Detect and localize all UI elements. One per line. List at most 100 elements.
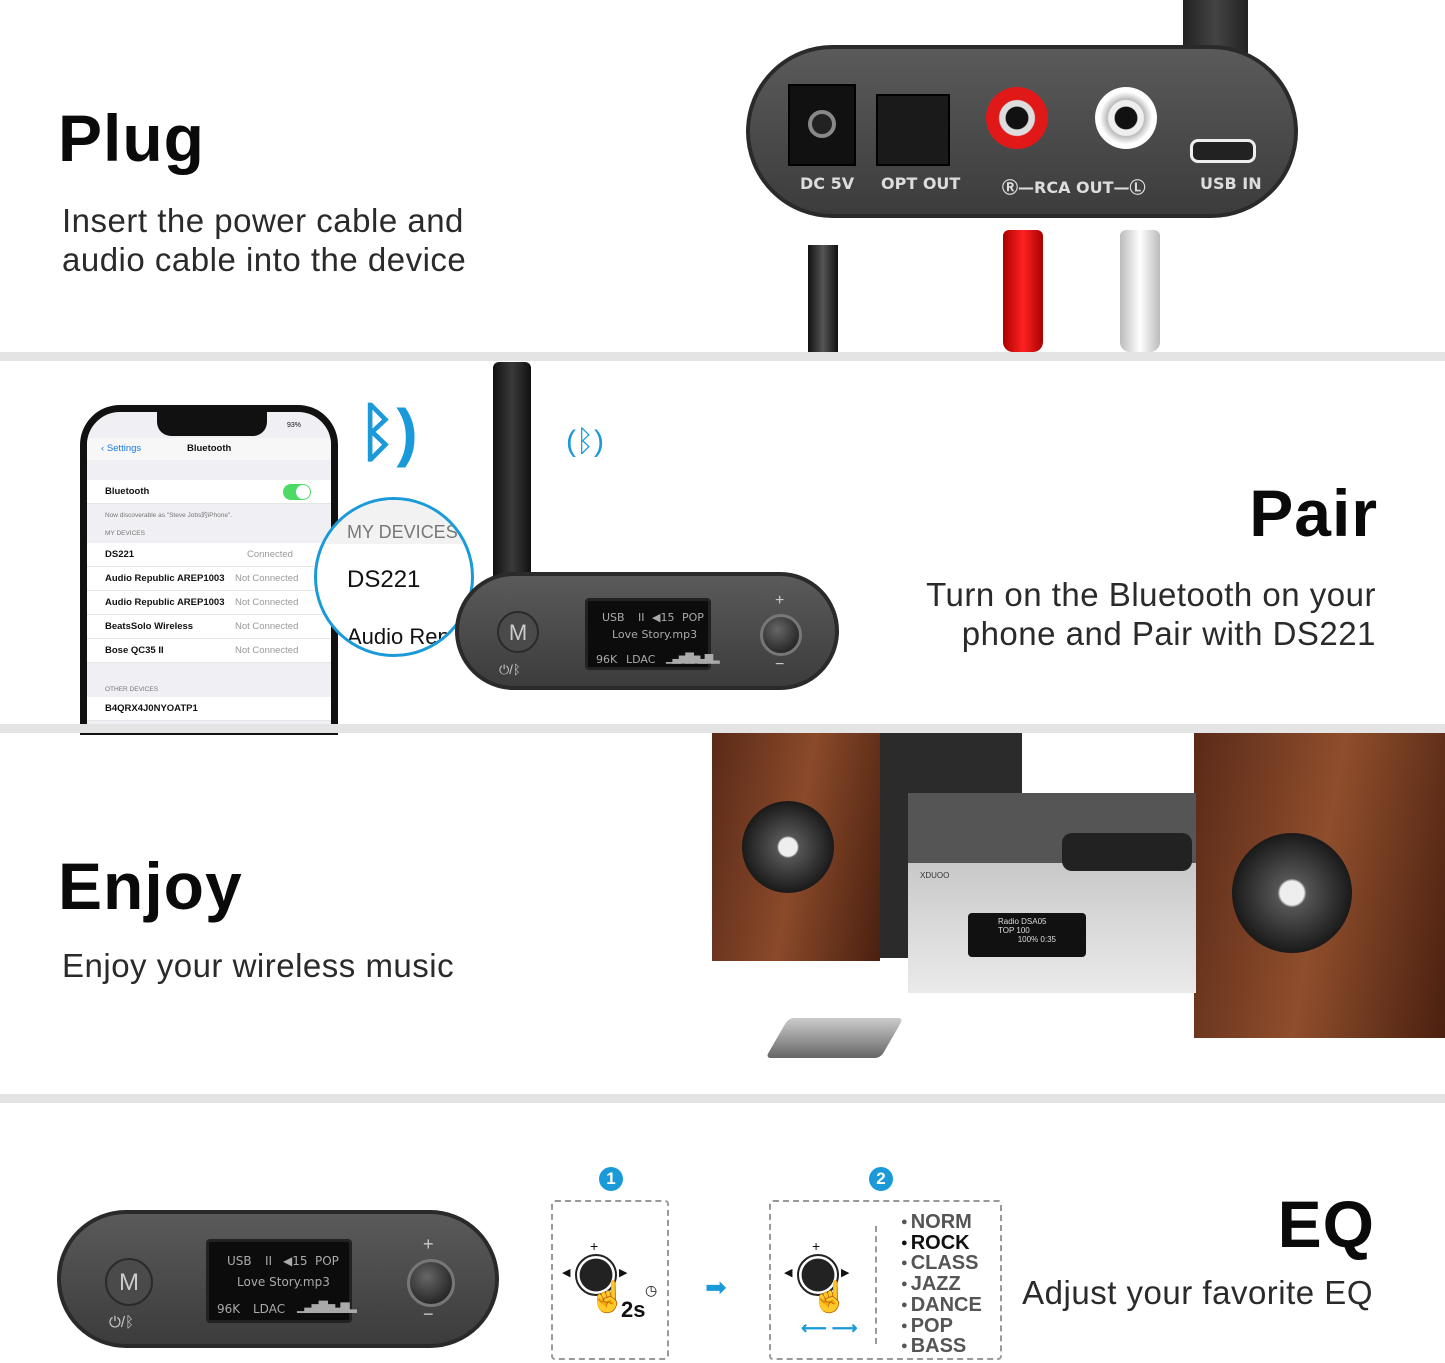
knob-icon bbox=[575, 1254, 617, 1296]
press-hand-icon: ☝ bbox=[811, 1281, 849, 1314]
screen-source: USB bbox=[602, 611, 625, 624]
bluetooth-toggle[interactable] bbox=[283, 484, 311, 500]
plus-label: + bbox=[423, 1234, 434, 1254]
device-status: Not Connected bbox=[235, 597, 299, 608]
back-text: Settings bbox=[106, 443, 142, 454]
power-bt-label: ⏻/ᛒ bbox=[109, 1314, 135, 1331]
rca-red-plug bbox=[1003, 230, 1043, 352]
step-1-box: + ◀▶ ☝ 2s ◷ bbox=[551, 1200, 669, 1360]
usb-label: USB IN bbox=[1200, 174, 1262, 193]
left-right-arrows-icon: ⟵ ⟶ bbox=[801, 1318, 858, 1338]
stereo-line: Radio DSA05 bbox=[998, 917, 1047, 926]
pair-subtitle: Turn on the Bluetooth on your phone and … bbox=[926, 575, 1376, 653]
step-2-box: + ◀▶ ☝ ⟵ ⟶ NORM ROCK CLASS JAZZ DANCE PO… bbox=[769, 1200, 1002, 1360]
ds221-on-stereo bbox=[1062, 833, 1192, 871]
screen-track: Love Story.mp3 bbox=[612, 628, 698, 641]
minus-label: − bbox=[775, 656, 785, 673]
dc-label: DC 5V bbox=[800, 174, 855, 193]
phone: 93% ‹ Settings Bluetooth Bluetooth Now d… bbox=[80, 405, 338, 735]
stereo-line: TOP 100 bbox=[998, 926, 1030, 935]
pair-title: Pair bbox=[1249, 476, 1378, 550]
enjoy-title: Enjoy bbox=[58, 849, 243, 923]
plug-subtitle-line: audio cable into the device bbox=[62, 241, 467, 278]
step-1-badge: 1 bbox=[599, 1167, 623, 1191]
screen-codec: LDAC bbox=[253, 1302, 286, 1316]
device-status: Not Connected bbox=[235, 645, 299, 656]
plug-subtitle: Insert the power cable and audio cable i… bbox=[62, 201, 466, 279]
eq-mode[interactable]: DANCE bbox=[901, 1295, 982, 1316]
my-devices-header: MY DEVICES bbox=[105, 530, 145, 537]
device-name: Bose QC35 II bbox=[105, 645, 164, 656]
magnifier-ds221: DS221 bbox=[347, 566, 421, 593]
press-hand-icon: ☝ bbox=[589, 1281, 627, 1314]
device-status: Not Connected bbox=[235, 573, 299, 584]
screen-rate: 96K bbox=[596, 653, 618, 666]
device-front: M ⏻/ᛒ USB II ◀15 POP Love Story.mp3 96K … bbox=[455, 572, 839, 690]
left-speaker bbox=[712, 733, 880, 961]
eq-mode-list: NORM ROCK CLASS JAZZ DANCE POP BASS bbox=[901, 1212, 982, 1357]
phone-header: Bluetooth bbox=[187, 443, 232, 454]
screen-eq: POP bbox=[315, 1254, 339, 1268]
optical-port bbox=[876, 94, 950, 166]
rear-panel: DC 5V OPT OUT Ⓡ—RCA OUT—Ⓛ USB IN bbox=[746, 45, 1298, 218]
device-name: DS221 bbox=[105, 549, 135, 560]
toggle-label: Bluetooth bbox=[105, 486, 150, 497]
pair-subtitle-line: Turn on the Bluetooth on your bbox=[926, 576, 1376, 613]
device-row[interactable]: Audio Republic AREP1003 Not Connected bbox=[87, 567, 331, 591]
other-device-row[interactable]: B4QRX4J0NYOATP1 bbox=[87, 697, 331, 721]
eq-mode[interactable]: BASS bbox=[901, 1336, 982, 1357]
rca-text: RCA OUT bbox=[1034, 178, 1114, 197]
dc-port bbox=[788, 84, 856, 166]
m-button[interactable]: M bbox=[497, 611, 539, 653]
device-status: Not Connected bbox=[235, 621, 299, 632]
power-bt-label: ⏻/ᛒ bbox=[499, 662, 521, 677]
other-devices-header: OTHER DEVICES bbox=[105, 686, 159, 693]
rca-left-port bbox=[1095, 87, 1157, 149]
rca-white-plug bbox=[1120, 230, 1160, 352]
back-link[interactable]: ‹ Settings bbox=[101, 443, 142, 454]
device-row[interactable]: BeatsSolo Wireless Not Connected bbox=[87, 615, 331, 639]
enjoy-subtitle: Enjoy your wireless music bbox=[62, 947, 455, 984]
stereo-line: 100% 0:35 bbox=[1017, 935, 1056, 944]
screen-volume: 15 bbox=[292, 1254, 308, 1268]
eq-mode[interactable]: CLASS bbox=[901, 1253, 982, 1274]
m-button[interactable]: M bbox=[105, 1258, 153, 1306]
eq-title: EQ bbox=[1277, 1187, 1375, 1261]
spectrum-icon: ▁▃▅▇▅▃▆▂ bbox=[666, 651, 720, 664]
device-front-eq: M ⏻/ᛒ USB II ◀15 POP Love Story.mp3 96K … bbox=[57, 1210, 499, 1348]
bluetooth-broadcast-icon: (ᛒ) bbox=[566, 425, 604, 458]
rca-label: Ⓡ—RCA OUT—Ⓛ bbox=[1002, 178, 1146, 197]
magnifier-header: MY DEVICES bbox=[347, 522, 458, 542]
divider bbox=[0, 1094, 1445, 1103]
divider bbox=[0, 724, 1445, 733]
volume-knob[interactable] bbox=[760, 614, 802, 656]
screen-pause: II bbox=[638, 611, 645, 624]
minus-label: − bbox=[423, 1304, 434, 1324]
device-row[interactable]: Bose QC35 II Not Connected bbox=[87, 639, 331, 663]
eq-mode[interactable]: JAZZ bbox=[901, 1274, 982, 1295]
bluetooth-toggle-row: Bluetooth bbox=[87, 480, 331, 504]
screen-volume: 15 bbox=[660, 611, 675, 624]
usb-port bbox=[1190, 139, 1256, 163]
bluetooth-signal-icon: ᛒ) bbox=[358, 396, 418, 468]
eq-mode[interactable]: NORM bbox=[901, 1212, 982, 1233]
rca-right-port bbox=[986, 87, 1048, 149]
phone-notch bbox=[157, 412, 267, 436]
spectrum-icon: ▁▃▅▇▅▃▆▂ bbox=[297, 1299, 357, 1313]
stereo-unit: XDUOO Radio DSA05 TOP 100 100% 0:35 bbox=[908, 793, 1196, 993]
hold-duration: 2s bbox=[621, 1297, 646, 1322]
plug-title: Plug bbox=[58, 101, 205, 175]
discoverable-text: Now discoverable as "Steve Jobs的iPhone". bbox=[105, 512, 233, 519]
plug-subtitle-line: Insert the power cable and bbox=[62, 202, 464, 239]
eq-mode-selected[interactable]: ROCK bbox=[901, 1232, 982, 1254]
right-speaker bbox=[1194, 733, 1445, 1038]
divider bbox=[0, 352, 1445, 361]
magnifier-item2: Audio Rep bbox=[347, 624, 450, 649]
device-name: BeatsSolo Wireless bbox=[105, 621, 194, 632]
eq-mode[interactable]: POP bbox=[901, 1315, 982, 1337]
device-name: Audio Republic AREP1003 bbox=[105, 573, 225, 584]
volume-knob[interactable] bbox=[407, 1259, 455, 1307]
screen-codec: LDAC bbox=[626, 653, 656, 666]
